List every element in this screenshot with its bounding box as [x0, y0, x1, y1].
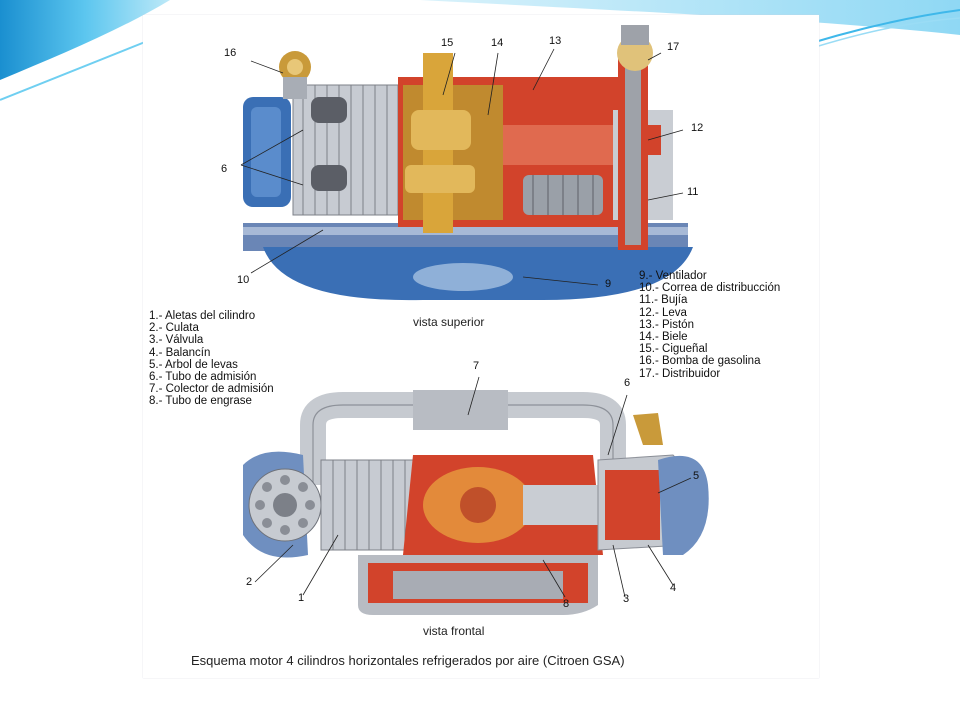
- legend-item: 7.- Colector de admisión: [149, 383, 274, 396]
- legend-item: 17.- Distribuidor: [639, 367, 721, 380]
- legend-item: 8.- Tubo de engrase: [149, 395, 252, 408]
- front-view-label: vista frontal: [423, 624, 485, 638]
- diagram-caption: Esquema motor 4 cilindros horizontales r…: [191, 653, 625, 668]
- legend-item: 12.- Leva: [639, 306, 687, 319]
- callout-11: 11: [687, 186, 699, 198]
- callout-10: 10: [237, 274, 250, 286]
- legend-item: 13.- Pistón: [639, 318, 694, 331]
- front-left-fins: [320, 459, 417, 551]
- top-view-label: vista superior: [413, 315, 485, 329]
- callout-6-top: 6: [221, 163, 228, 175]
- callout-2: 2: [246, 576, 253, 588]
- legend-item: 5.- Arbol de levas: [149, 358, 238, 371]
- callout-13: 13: [549, 35, 562, 47]
- legend-item: 1.- Aletas del cilindro: [149, 310, 256, 322]
- fan: [413, 263, 513, 291]
- legend-item: 2.- Culata: [149, 322, 199, 335]
- front-right-head: [597, 454, 692, 551]
- callout-12: 12: [691, 122, 704, 134]
- legend-item: 9.- Ventilador: [639, 270, 707, 282]
- legend-item: 10.- Correa de distribucción: [639, 282, 781, 295]
- pulley: [248, 468, 322, 542]
- legend-item: 14.- Biele: [639, 331, 688, 344]
- legend-item: 6.- Tubo de admisión: [149, 371, 257, 384]
- callout-17: 17: [667, 41, 680, 53]
- callout-3: 3: [623, 593, 630, 605]
- diagram-card: 16 15 14 13 17 12 6 11 10 9 1.- Aletas d…: [143, 15, 819, 678]
- intake-manifold: [300, 392, 626, 485]
- swoosh-top-left-line: [0, 39, 151, 101]
- right-cover: [658, 455, 709, 555]
- right-piston-section: [503, 125, 613, 165]
- intake-pipe-right: [633, 413, 663, 445]
- left-head: [243, 451, 308, 558]
- callout-9: 9: [605, 278, 612, 290]
- legend-item: 15.- Cigueñal: [639, 343, 708, 356]
- crank-web: [423, 467, 533, 543]
- legend-item: 11.- Bujía: [639, 294, 688, 307]
- callout-1: 1: [298, 592, 305, 604]
- legend-item: 4.- Balancín: [149, 346, 211, 359]
- callout-15: 15: [441, 37, 454, 49]
- callout-16: 16: [224, 47, 237, 59]
- legend-left: 1.- Aletas del cilindro 2.- Culata 3.- V…: [149, 310, 274, 408]
- top-view-illustration: [240, 25, 693, 301]
- callout-14: 14: [491, 37, 504, 49]
- callout-5: 5: [693, 470, 700, 482]
- legend-item: 16.- Bomba de gasolina: [639, 355, 761, 368]
- front-crankcase: [403, 455, 603, 555]
- legend-right: 9.- Ventilador 10.- Correa de distribucc…: [639, 270, 780, 380]
- swoosh-top-left: [0, 0, 170, 80]
- legend-item: 3.- Válvula: [149, 334, 204, 347]
- callout-6-front: 6: [624, 377, 631, 389]
- swoosh-top-right: [420, 0, 960, 35]
- callout-7: 7: [473, 360, 480, 372]
- callout-4: 4: [670, 582, 677, 594]
- callout-8: 8: [563, 598, 570, 610]
- oil-sump: [358, 555, 598, 615]
